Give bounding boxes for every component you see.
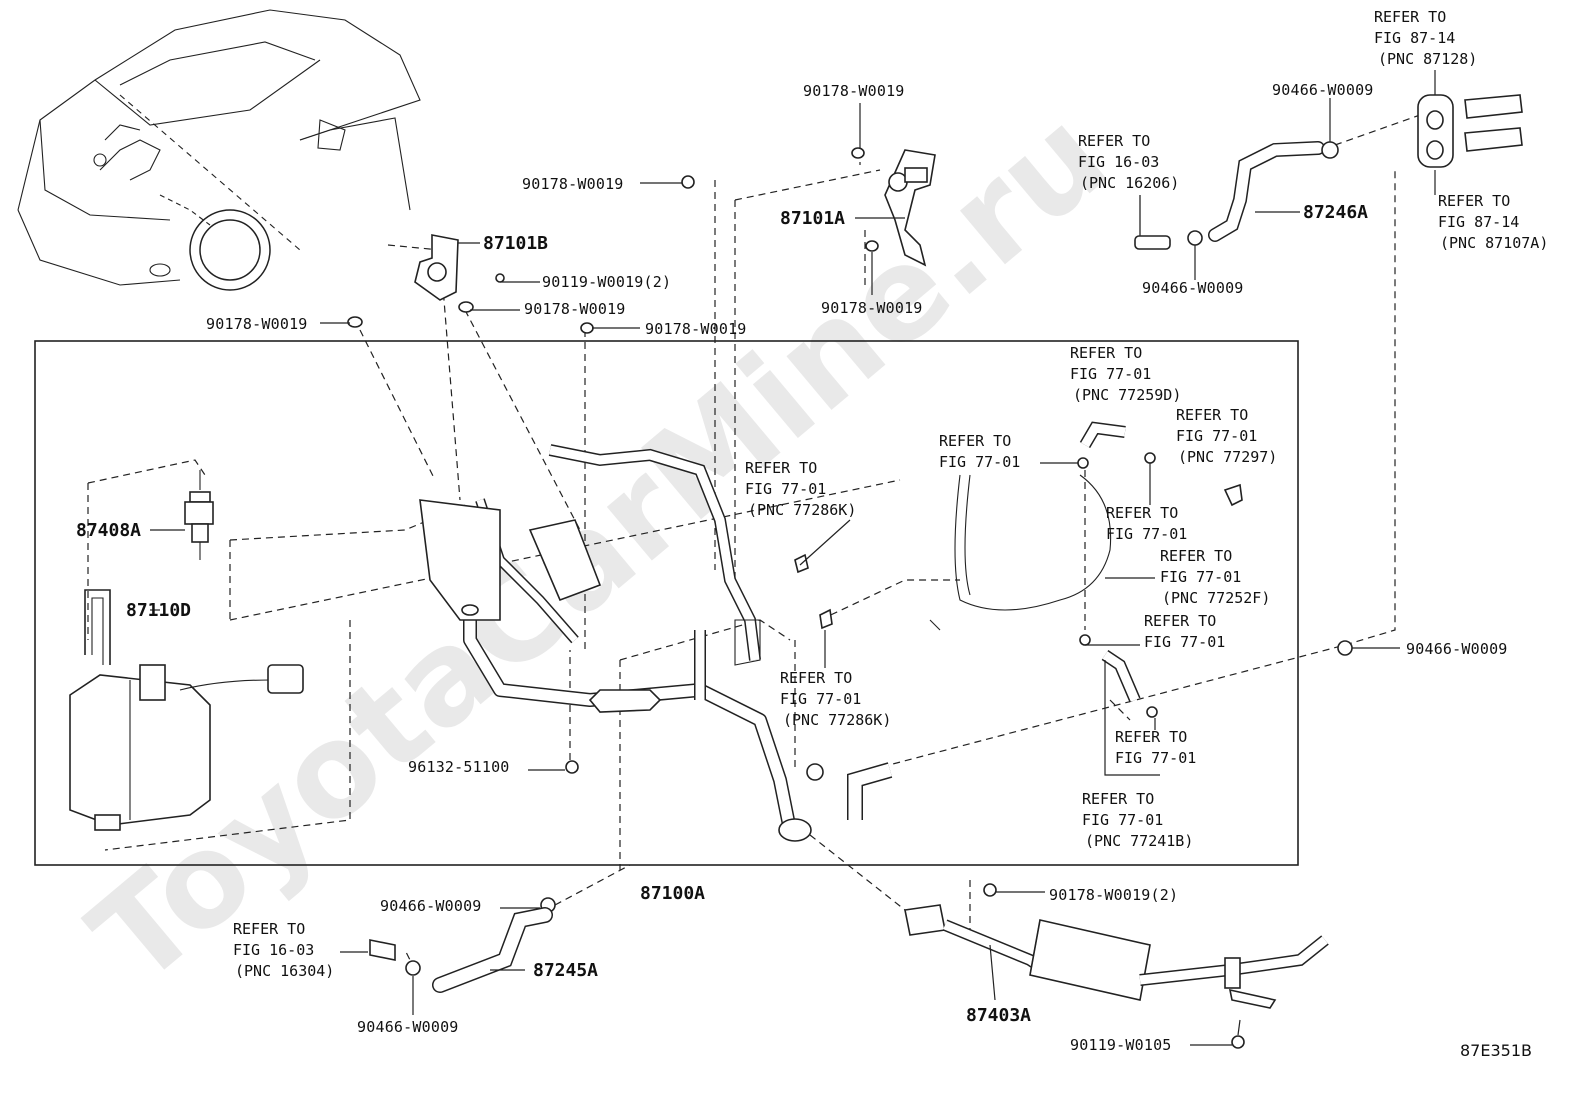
ref-87128[interactable]: REFER TO FIG 87-14 (PNC 87128) xyxy=(1374,8,1477,68)
ref-fig-77-01[interactable]: REFER TO FIG 77-01 xyxy=(1144,612,1225,651)
vehicle-illustration xyxy=(17,9,421,291)
part-label-87246A[interactable]: 87246A xyxy=(1303,202,1368,223)
pipe-assembly-87100A xyxy=(419,444,812,842)
fastener-label[interactable]: 90178-W0019 xyxy=(803,82,905,100)
hose-77241B xyxy=(1101,650,1141,703)
ref-fig-77-01[interactable]: REFER TO FIG 77-01 xyxy=(1115,728,1196,767)
fastener-label[interactable]: 90119-W0019(2) xyxy=(542,273,671,291)
muffler-87403A xyxy=(904,904,1329,1009)
fastener-label[interactable]: 90466-W0009 xyxy=(1272,81,1374,99)
part-label-87100A[interactable]: 87100A xyxy=(640,883,705,904)
hose-elbow xyxy=(806,762,893,820)
ref-77252F[interactable]: REFER TO FIG 77-01 (PNC 77252F) xyxy=(1160,547,1270,607)
ref-fig-77-01[interactable]: REFER TO FIG 77-01 xyxy=(939,432,1020,471)
fastener-labels: 90178-W0019 90178-W0019 90119-W0019(2) 9… xyxy=(206,81,1508,1054)
ref-87107A[interactable]: REFER TO FIG 87-14 (PNC 87107A) xyxy=(1438,192,1548,252)
bracket-87101B xyxy=(414,234,505,313)
figure-code: 87E351B xyxy=(1460,1041,1532,1060)
fastener-label[interactable]: 90178-W0019 xyxy=(206,315,308,333)
part-label-87408A[interactable]: 87408A xyxy=(76,520,141,541)
bracket-87101A xyxy=(851,147,936,267)
ref-77286K-upper[interactable]: REFER TO FIG 77-01 (PNC 77286K) xyxy=(745,459,856,519)
ref-77297[interactable]: REFER TO FIG 77-01 (PNC 77297) xyxy=(1176,406,1277,466)
fastener-label[interactable]: 90178-W0019 xyxy=(524,300,626,318)
ref-77286K-lower[interactable]: REFER TO FIG 77-01 (PNC 77286K) xyxy=(780,669,891,729)
part-label-87403A[interactable]: 87403A xyxy=(966,1005,1031,1026)
reference-labels: REFER TO FIG 87-14 (PNC 87128) REFER TO … xyxy=(233,8,1548,980)
ref-16304[interactable]: REFER TO FIG 16-03 (PNC 16304) xyxy=(233,920,334,980)
ref-fig-77-01[interactable]: REFER TO FIG 77-01 xyxy=(1106,504,1187,543)
part-label-87245A[interactable]: 87245A xyxy=(533,960,598,981)
ref-16206[interactable]: REFER TO FIG 16-03 (PNC 16206) xyxy=(1078,132,1179,192)
watermark: ToyotaCarMine.ru xyxy=(64,82,1135,1014)
fastener-label[interactable]: 90466-W0009 xyxy=(1406,640,1508,658)
part-label-87101A[interactable]: 87101A xyxy=(780,208,845,229)
part-label-87101B[interactable]: 87101B xyxy=(483,233,548,254)
hose-77259D xyxy=(1079,421,1126,449)
fastener-label[interactable]: 90178-W0019 xyxy=(645,320,747,338)
fastener-icons xyxy=(347,175,1353,1049)
part-label-87110D[interactable]: 87110D xyxy=(126,600,191,621)
leader-lines xyxy=(150,70,1436,1046)
fuel-line-77252F xyxy=(929,474,1112,631)
fastener-label[interactable]: 90466-W0009 xyxy=(380,897,482,915)
fastener-label[interactable]: 90466-W0009 xyxy=(1142,279,1244,297)
fastener-label[interactable]: 90178-W0019 xyxy=(522,175,624,193)
ref-77241B[interactable]: REFER TO FIG 77-01 (PNC 77241B) xyxy=(1082,790,1193,850)
fastener-label[interactable]: 90178-W0019(2) xyxy=(1049,886,1178,904)
fastener-label[interactable]: 90119-W0105 xyxy=(1070,1036,1172,1054)
heater-87110D xyxy=(69,589,304,831)
sensor-87408A xyxy=(184,470,214,560)
hose-87246A xyxy=(1134,141,1339,250)
part-labels: 87101B 87101A 87246A 87408A 87110D 87100… xyxy=(76,202,1368,1026)
fastener-label[interactable]: 90466-W0009 xyxy=(357,1018,459,1036)
grommet-87128 xyxy=(1417,94,1523,168)
fastener-label[interactable]: 96132-51100 xyxy=(408,758,510,776)
ref-77259D[interactable]: REFER TO FIG 77-01 (PNC 77259D) xyxy=(1070,344,1181,404)
hose-87245A xyxy=(369,907,553,993)
fastener-label[interactable]: 90178-W0019 xyxy=(821,299,923,317)
assembly-frame xyxy=(34,340,1299,866)
